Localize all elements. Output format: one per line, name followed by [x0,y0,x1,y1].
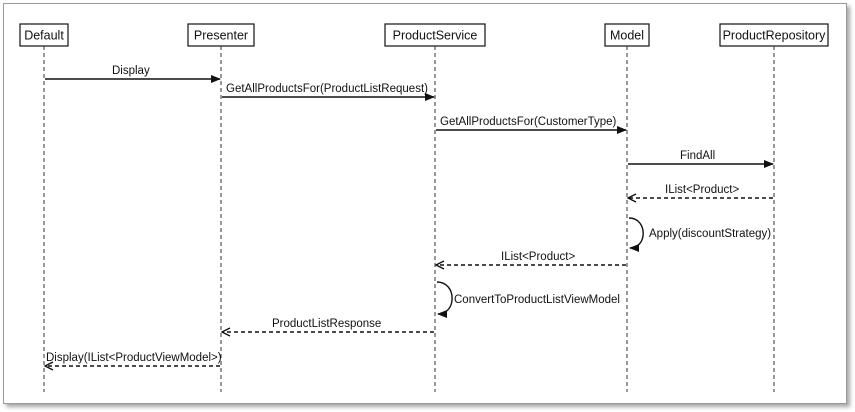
message-display-label: Display [112,65,150,77]
participant-productservice-label: ProductService [393,28,478,42]
message-findall: FindAll [628,150,774,168]
participant-default-label: Default [24,28,64,42]
message-converttoproductlistviewmodel-arrow [436,281,453,318]
message-productlistresponse-label: ProductListResponse [272,318,381,330]
message-display-ilist-productviewmodel: Display(IList<ProductViewModel>) [45,352,222,366]
participant-presenter: Presenter [187,23,255,47]
message-productlistresponse: ProductListResponse [222,318,434,332]
message-getallproductsfor-customertype-label: GetAllProductsFor(CustomerType) [440,116,617,128]
message-apply-discountstrategy: Apply(discountStrategy) [628,217,771,252]
message-display: Display [45,65,221,83]
participant-productrepository-label: ProductRepository [723,28,827,42]
participant-default: Default [19,23,69,47]
participant-model: Model [604,23,650,47]
message-converttoproductlistviewmodel: ConvertToProductListViewModel [436,281,620,318]
message-display-ilist-productviewmodel-label: Display(IList<ProductViewModel>) [46,352,222,364]
message-ilist-product-from-model-label: IList<Product> [501,251,575,263]
message-getallproductsfor-request: GetAllProductsFor(ProductListRequest) [222,83,435,101]
message-apply-discountstrategy-arrow [628,217,644,252]
message-getallproductsfor-customertype: GetAllProductsFor(CustomerType) [436,116,627,134]
participant-productservice: ProductService [384,23,486,47]
participant-productrepository: ProductRepository [719,23,829,47]
participant-presenter-label: Presenter [194,28,248,42]
sequence-diagram-frame: Default Presenter ProductService Model P… [3,3,847,404]
message-ilist-product-from-model: IList<Product> [436,251,626,265]
sequence-diagram: Default Presenter ProductService Model P… [19,23,829,392]
message-converttoproductlistviewmodel-label: ConvertToProductListViewModel [454,294,620,306]
message-apply-discountstrategy-label: Apply(discountStrategy) [649,228,771,240]
message-findall-label: FindAll [680,150,715,162]
message-getallproductsfor-request-label: GetAllProductsFor(ProductListRequest) [226,83,428,95]
participant-model-label: Model [610,28,644,42]
message-ilist-product-from-repository: IList<Product> [628,184,773,198]
message-ilist-product-from-repository-label: IList<Product> [665,184,739,196]
